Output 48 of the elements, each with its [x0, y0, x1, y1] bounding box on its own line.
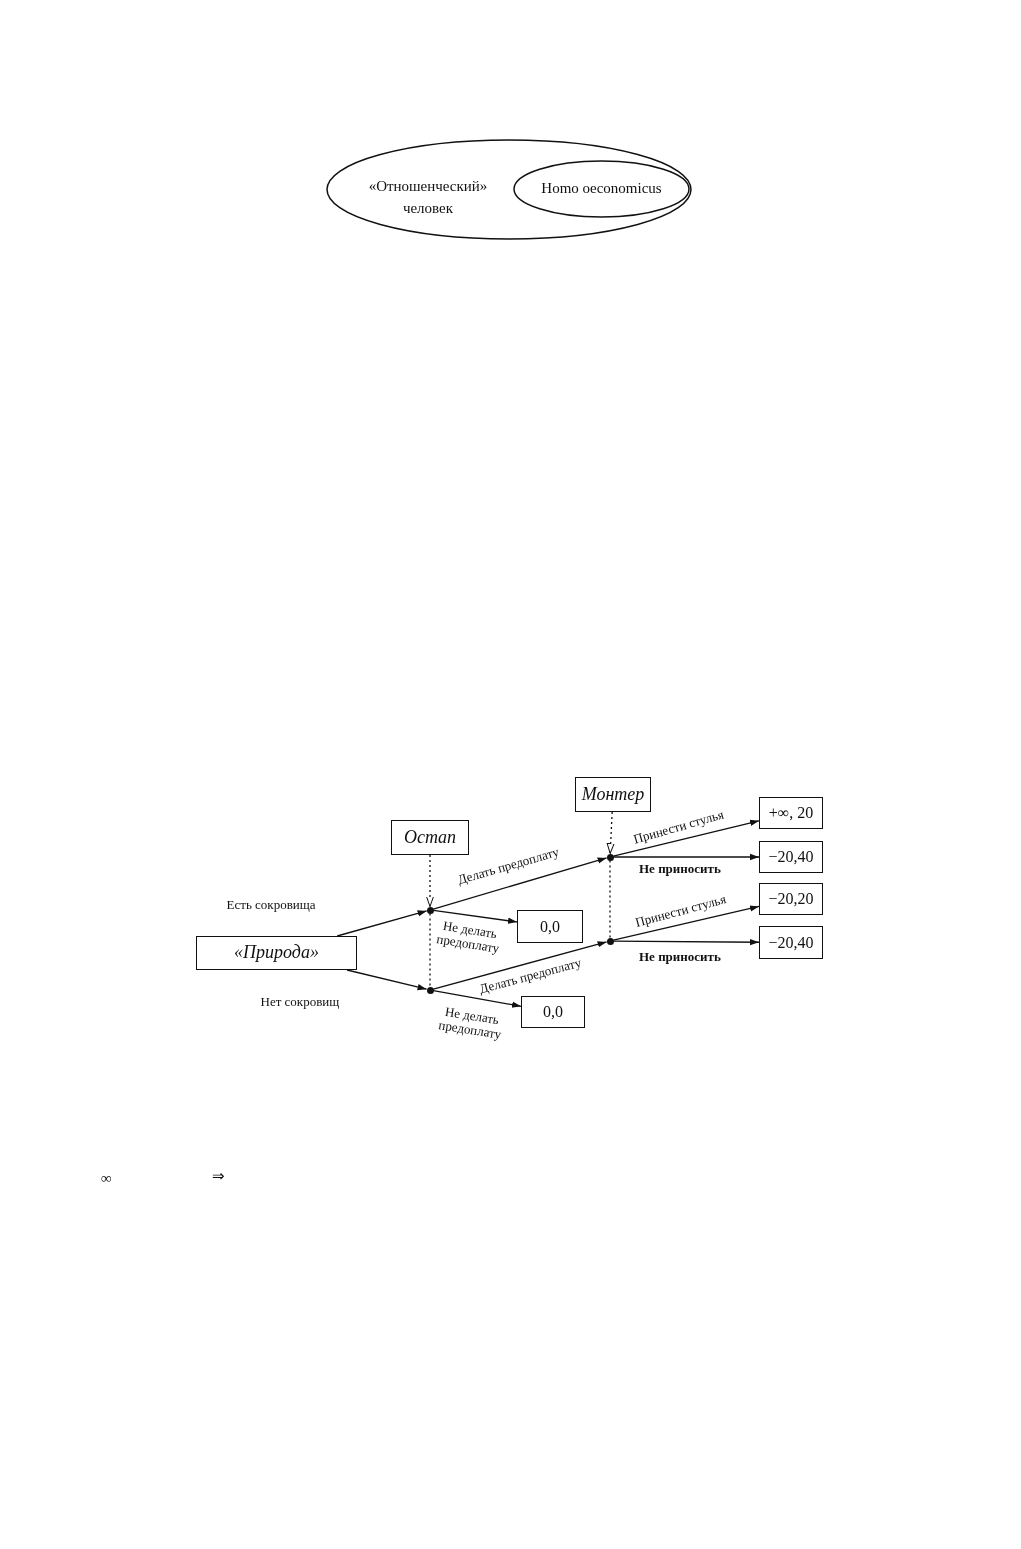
box-label: 0,0 — [543, 1002, 563, 1022]
box-label: 0,0 — [540, 916, 560, 937]
arrow — [612, 939, 760, 946]
player-box — [575, 777, 651, 812]
edge-label: Принести стулья — [631, 807, 725, 847]
payoff-box — [759, 841, 823, 873]
edge-label: Есть сокровища — [226, 898, 316, 912]
decision-dot — [606, 937, 614, 945]
box-label: −20,40 — [768, 932, 814, 953]
arrow — [432, 941, 608, 990]
arrow — [612, 819, 760, 857]
ellipse-label: «Отношенческий» человек — [367, 177, 489, 218]
player-box — [196, 936, 357, 970]
payoff-box — [759, 797, 823, 829]
decision-dot — [426, 986, 434, 994]
payoff-box — [521, 996, 585, 1028]
edge-label: Нет сокровищ — [260, 995, 340, 1009]
decision-dot — [426, 906, 434, 914]
box-label: +∞, 20 — [768, 803, 814, 823]
symbol-label: ⇒ — [212, 1167, 225, 1185]
payoff-box — [759, 883, 823, 915]
ellipse-label: Homo oeconomicus — [540, 179, 663, 197]
edge-label: Не делать предоплату — [434, 916, 502, 956]
edge-label: Принести стулья — [633, 892, 727, 930]
information-line — [606, 811, 615, 855]
box-label: «Природа» — [234, 942, 319, 964]
box-label: Остап — [403, 826, 457, 849]
information-line — [429, 912, 431, 988]
arrow — [612, 905, 760, 941]
box-label: Монтер — [581, 783, 645, 806]
arrow — [432, 857, 608, 910]
edge-label: Не делать предоплату — [436, 1002, 504, 1042]
edge-label: Не приносить — [639, 950, 721, 964]
arrow — [612, 853, 760, 861]
arrow — [432, 909, 518, 924]
box-label: −20,20 — [768, 889, 814, 909]
information-line — [426, 854, 434, 908]
player-box — [391, 820, 469, 855]
arrow — [432, 989, 522, 1008]
arrow — [346, 969, 428, 991]
box-label: −20,40 — [768, 847, 814, 867]
symbol-label: ∞ — [101, 1170, 112, 1187]
payoff-box — [759, 926, 823, 959]
payoff-box — [517, 910, 583, 943]
decision-dot — [606, 853, 614, 861]
arrow — [336, 910, 428, 937]
information-line — [609, 859, 611, 939]
edge-label: Не приносить — [639, 862, 721, 876]
